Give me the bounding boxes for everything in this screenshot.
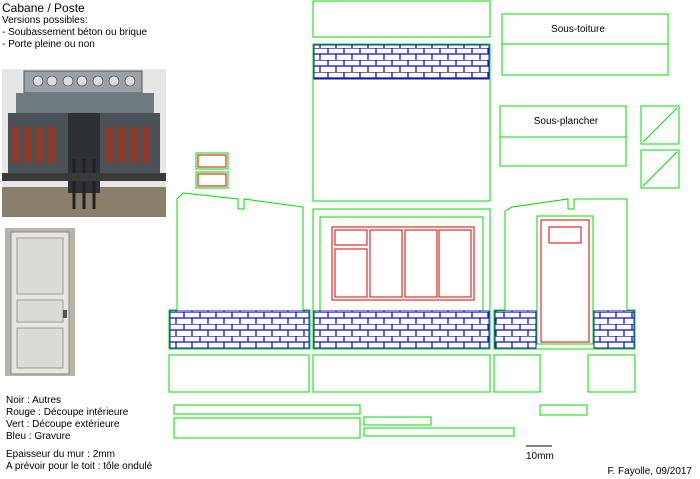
strip-1 bbox=[168, 354, 310, 393]
legend-item: Bleu : Gravure bbox=[6, 431, 71, 442]
left-gable-wall bbox=[168, 192, 311, 350]
front-wall-panel bbox=[312, 43, 491, 202]
window-wall-outer bbox=[312, 208, 491, 350]
brick-center bbox=[313, 310, 490, 349]
door-cut bbox=[536, 215, 594, 345]
brick-left bbox=[169, 310, 310, 349]
electrical-panel-photo bbox=[2, 69, 166, 217]
version-item: - Porte pleine ou non bbox=[2, 39, 95, 50]
brace-square-2 bbox=[640, 149, 680, 189]
page-title: Cabane / Poste bbox=[2, 1, 85, 15]
legend-item: Vert : Découpe extérieure bbox=[6, 419, 120, 430]
strip-8 bbox=[363, 427, 515, 437]
window-frame-outer bbox=[331, 226, 475, 301]
right-gable-wall bbox=[493, 198, 636, 350]
small-frame-2 bbox=[195, 171, 229, 189]
author-credit: F. Fayolle, 09/2017 bbox=[607, 466, 693, 477]
strip-3 bbox=[493, 354, 541, 393]
strip-5 bbox=[173, 404, 361, 415]
strip-4 bbox=[587, 354, 636, 393]
floor-underside-panel bbox=[499, 105, 627, 167]
small-frame-1 bbox=[195, 152, 229, 170]
strip-2 bbox=[312, 354, 491, 393]
strip-7 bbox=[363, 416, 432, 426]
brick-right-b bbox=[593, 310, 635, 349]
strip-6 bbox=[173, 417, 361, 439]
versions-heading: Versions possibles: bbox=[2, 15, 88, 26]
strip-9 bbox=[539, 404, 588, 416]
door-photo bbox=[5, 228, 75, 376]
legend-item: Noir : Autres bbox=[6, 395, 62, 406]
brick-right-a bbox=[494, 310, 537, 349]
version-item: - Soubassement béton ou brique bbox=[2, 27, 148, 38]
brick-top bbox=[313, 44, 490, 80]
scale-label: 10mm bbox=[526, 451, 554, 462]
roof-underside-label: Sous-toiture bbox=[551, 24, 605, 35]
note-item: Epaisseur du mur : 2mm bbox=[6, 449, 115, 460]
top-panel bbox=[312, 0, 491, 38]
color-legend: Noir : Autres Rouge : Découpe intérieure… bbox=[6, 395, 128, 443]
brace-square-1 bbox=[640, 105, 680, 145]
legend-item: Rouge : Découpe intérieure bbox=[6, 407, 129, 418]
note-item: A prévoir pour le toit : tôle ondulé bbox=[6, 461, 153, 472]
versions-block: Versions possibles: - Soubassement béton… bbox=[2, 15, 147, 51]
door-frame bbox=[540, 219, 590, 343]
floor-underside-label: Sous-plancher bbox=[534, 116, 599, 127]
notes-block: Epaisseur du mur : 2mm A prévoir pour le… bbox=[6, 449, 152, 473]
